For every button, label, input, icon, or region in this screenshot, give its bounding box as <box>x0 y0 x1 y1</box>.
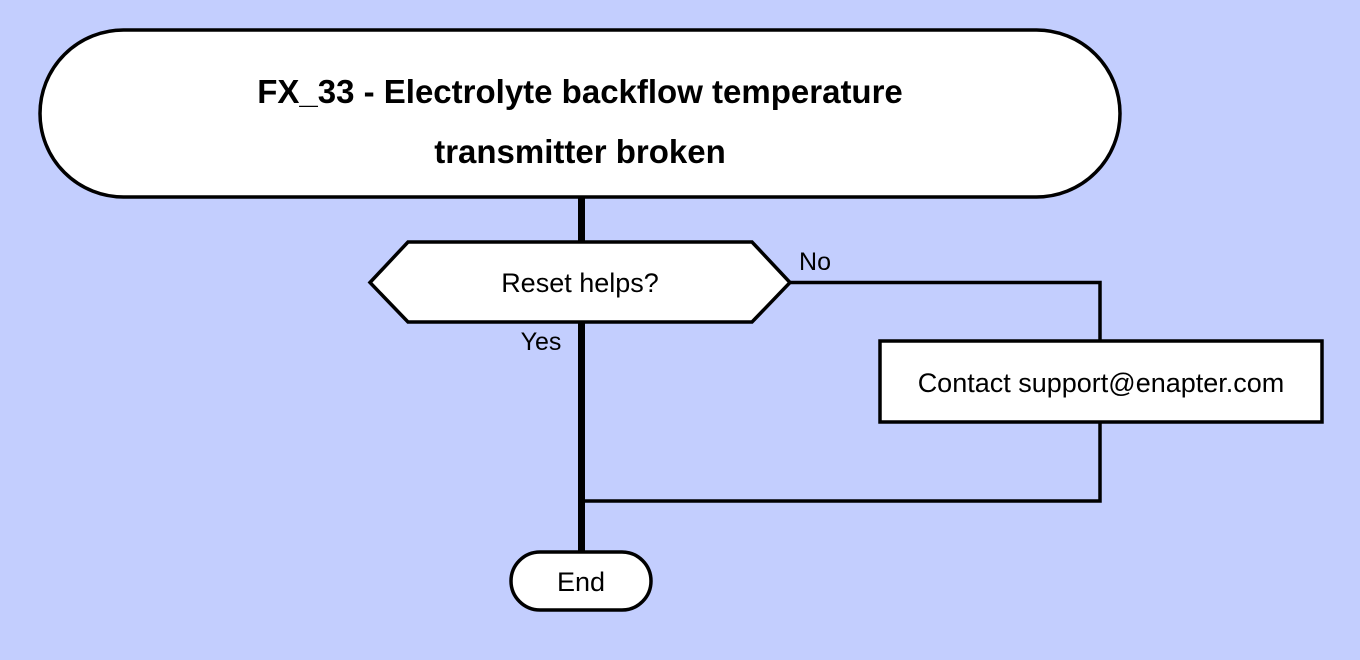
node-action-shape <box>878 339 1324 424</box>
node-action-label: Contact support@enapter.com <box>918 368 1285 398</box>
node-decision-label: Reset helps? <box>501 268 659 298</box>
node-title-label-line1: FX_33 - Electrolyte backflow temperature <box>257 73 903 110</box>
node-decision-shape <box>367 240 793 324</box>
node-end-shape <box>509 550 653 612</box>
node-end-label: End <box>557 567 605 597</box>
edge-label-no: No <box>799 248 831 276</box>
edge-label-yes: Yes <box>521 328 562 356</box>
node-title-label-line2: transmitter broken <box>434 133 726 170</box>
node-title-shape <box>38 28 1122 199</box>
